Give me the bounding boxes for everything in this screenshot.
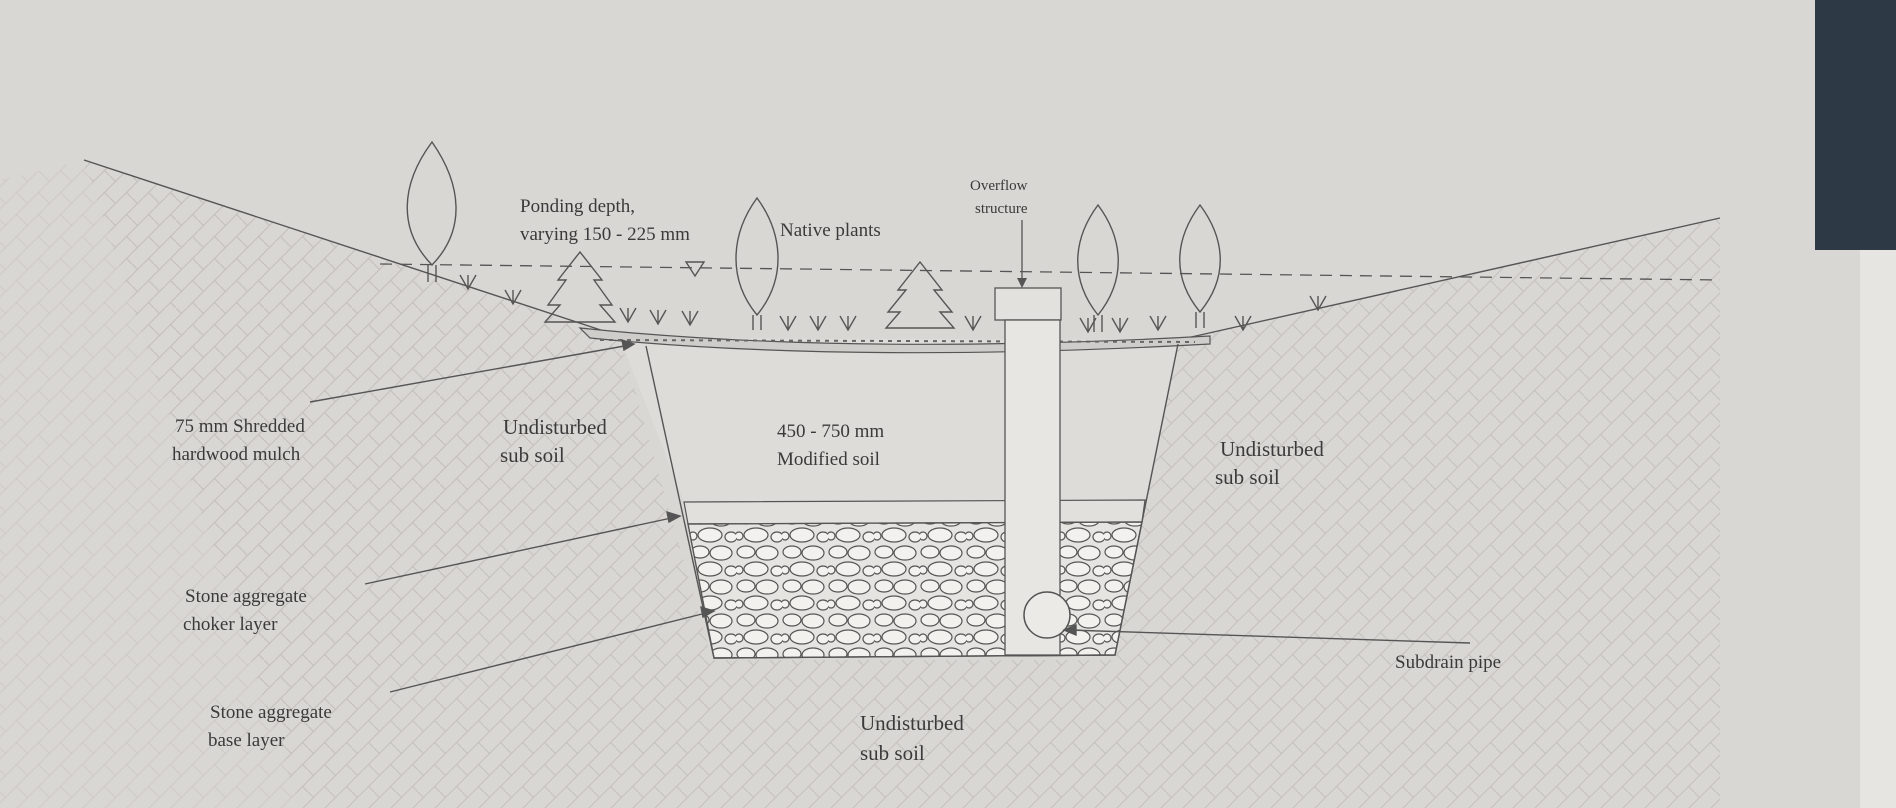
subsoil-hatch-left xyxy=(0,160,620,808)
modified-soil-label-2: Modified soil xyxy=(777,449,880,470)
grass-icon xyxy=(779,315,797,332)
modified-soil-label-1: 450 - 750 mm xyxy=(777,421,884,442)
undisturbed-right-label-1: Undisturbed xyxy=(1220,437,1324,461)
mulch-leader xyxy=(309,344,631,403)
ponding-water-line xyxy=(379,263,1721,281)
leader-lines xyxy=(309,338,1471,693)
choker-leader xyxy=(364,516,677,585)
mulch-label-1: 75 mm Shredded xyxy=(175,416,305,437)
grass-icon xyxy=(1079,317,1097,334)
conifer-icon xyxy=(543,250,617,323)
ponding-label-1: Ponding depth, xyxy=(520,196,635,217)
tree-icon xyxy=(735,196,779,317)
grass-icon xyxy=(459,274,477,291)
stone-base-layer xyxy=(687,521,1143,659)
subdrain-pipe xyxy=(1023,591,1071,639)
overflow-label-1: Overflow xyxy=(970,178,1028,194)
water-level-symbol xyxy=(684,261,706,278)
overflow-arrow-head xyxy=(1017,278,1027,288)
overflow-label-2: structure xyxy=(975,201,1028,217)
base-label-1: Stone aggregate xyxy=(210,702,332,723)
mulch-label-2: hardwood mulch xyxy=(172,444,301,465)
ground-line-right xyxy=(1177,217,1721,341)
grass-icon xyxy=(504,289,522,306)
modified-soil-area xyxy=(620,338,1178,502)
base-label-2: base layer xyxy=(208,730,285,751)
undisturbed-bottom-label-1: Undisturbed xyxy=(860,711,964,735)
grass-icon xyxy=(649,309,667,326)
tree-icon xyxy=(406,140,457,267)
tree-icon xyxy=(1077,203,1119,317)
plants xyxy=(406,140,1327,334)
overflow-cap xyxy=(994,287,1062,321)
grass-icon xyxy=(809,315,827,332)
ground-line-left xyxy=(83,159,626,339)
page-edge xyxy=(1860,250,1896,808)
grass-icon xyxy=(1234,315,1252,332)
ponding-label-2: varying 150 - 225 mm xyxy=(520,224,690,245)
grass-icon xyxy=(1309,295,1327,312)
grass-icon xyxy=(1149,315,1167,332)
dark-corner xyxy=(1815,0,1896,250)
base-leader xyxy=(389,611,711,693)
grass-icon xyxy=(1111,317,1129,334)
grass-icon xyxy=(619,307,637,324)
basin-walls xyxy=(645,343,1179,659)
undisturbed-left-label-2: sub soil xyxy=(500,443,565,467)
choker-label-2: choker layer xyxy=(183,614,278,635)
grass-icon xyxy=(681,310,699,327)
grass-icon xyxy=(839,315,857,332)
undisturbed-left-label-1: Undisturbed xyxy=(503,415,607,439)
undisturbed-right-label-2: sub soil xyxy=(1215,465,1280,489)
conifer-icon xyxy=(884,260,956,329)
native-plants-label: Native plants xyxy=(780,220,881,241)
undisturbed-bottom-label-2: sub soil xyxy=(860,741,925,765)
grass-icon xyxy=(964,315,982,332)
choker-label-1: Stone aggregate xyxy=(185,586,307,607)
tree-icon xyxy=(1179,203,1221,314)
mulch-texture xyxy=(599,339,1196,343)
choker-layer xyxy=(683,499,1146,525)
subdrain-label: Subdrain pipe xyxy=(1395,652,1501,673)
labels: Ponding depth, varying 150 - 225 mm Nati… xyxy=(172,178,1501,765)
subdrain-leader xyxy=(1067,629,1471,644)
